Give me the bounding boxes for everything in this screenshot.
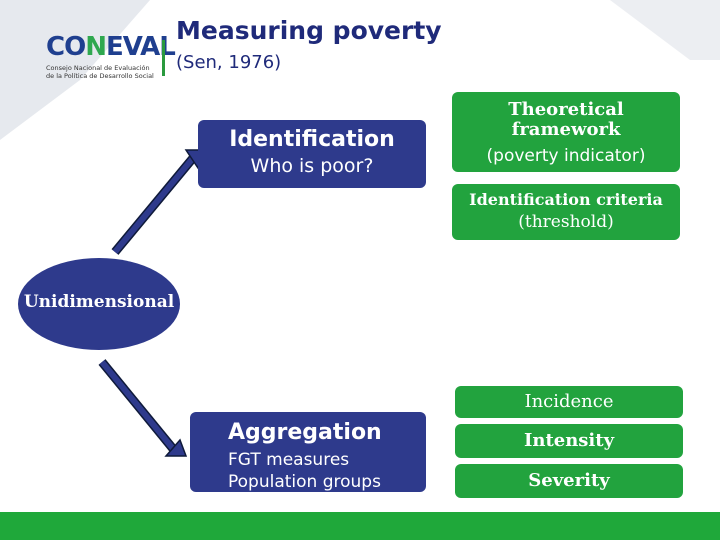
arrowhead-aggregation [164, 438, 188, 457]
aggregation-title: Aggregation [228, 420, 382, 445]
severity-label: Severity [528, 470, 610, 491]
identification-criteria-title: Identification criteria [469, 190, 663, 209]
footer-bar [0, 512, 720, 540]
incidence-box: Incidence [455, 386, 683, 418]
bg-triangle-left [0, 0, 150, 140]
logo-subtitle: Consejo Nacional de Evaluación de la Pol… [46, 64, 154, 80]
identification-title: Identification [229, 127, 395, 152]
identification-question: Who is poor? [250, 155, 374, 177]
unidimensional-label: Unidimensional [23, 292, 175, 312]
unidimensional-ellipse [18, 258, 180, 350]
header-divider [162, 40, 165, 76]
incidence-label: Incidence [524, 391, 614, 412]
arrow-to-identification [112, 156, 196, 254]
identification-box [198, 120, 426, 188]
bg-triangle-right [610, 0, 720, 60]
theoretical-framework-sub: (poverty indicator) [486, 146, 646, 166]
identification-criteria-box [452, 184, 680, 240]
arrow-to-aggregation [99, 360, 177, 452]
page-title: Measuring poverty [176, 16, 442, 45]
identification-criteria-sub: (threshold) [518, 212, 614, 232]
page-subtitle: (Sen, 1976) [176, 52, 282, 73]
aggregation-box [190, 412, 426, 492]
severity-box: Severity [455, 464, 683, 498]
intensity-label: Intensity [523, 430, 615, 451]
intensity-box: Intensity [455, 424, 683, 458]
theoretical-framework-box [452, 92, 680, 172]
